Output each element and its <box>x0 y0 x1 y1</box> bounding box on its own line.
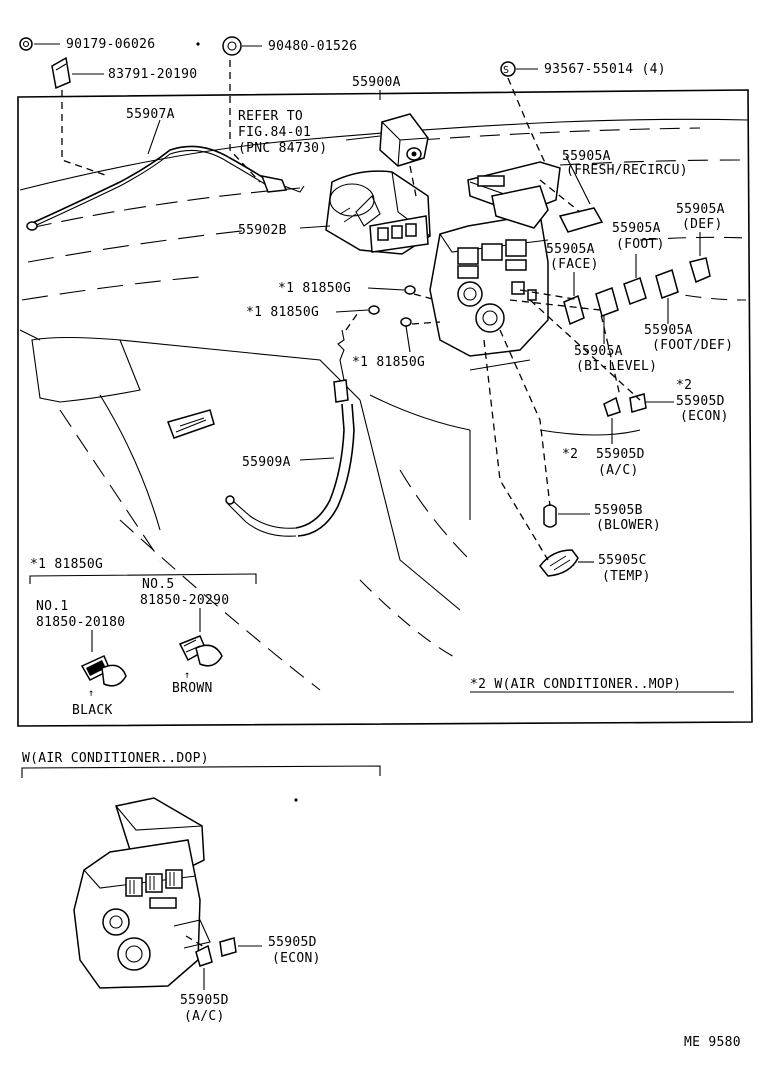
knob-temp: 55905C (TEMP) <box>539 549 651 584</box>
knob-face: 55905A (FACE) <box>546 242 599 326</box>
svg-text:(A/C): (A/C) <box>184 1009 225 1024</box>
svg-text:↑: ↑ <box>88 688 94 699</box>
svg-text:55905A: 55905A <box>574 344 623 359</box>
svg-text:(FRESH/RECIRCU): (FRESH/RECIRCU) <box>566 163 688 178</box>
svg-text:BLACK: BLACK <box>72 703 113 718</box>
leader-55900a: 55900A <box>352 75 401 100</box>
nut-90179: 90179-06026 <box>19 37 155 52</box>
inset-title: W(AIR CONDITIONER..DOP) <box>22 751 209 766</box>
svg-text:55905C: 55905C <box>598 553 647 568</box>
svg-text:55905A: 55905A <box>546 242 595 257</box>
label-93567: 93567-55014 (4) <box>544 62 666 77</box>
svg-text:55905A: 55905A <box>612 221 661 236</box>
cable-55909a: 55909A <box>225 309 361 537</box>
clip-90480: 90480-01526 <box>196 36 357 56</box>
svg-text:*1 81850G: *1 81850G <box>30 557 103 572</box>
svg-text:55905B: 55905B <box>594 503 643 518</box>
label-55909a: 55909A <box>242 455 291 470</box>
svg-text:55905A: 55905A <box>676 202 725 217</box>
knob-def: 55905A (DEF) <box>676 202 725 284</box>
svg-text:*2: *2 <box>676 378 692 393</box>
svg-text:*1 81850G: *1 81850G <box>246 305 319 320</box>
control-unit-55902b: 55902B <box>238 165 431 255</box>
heater-control-panel <box>429 161 561 357</box>
svg-text:*2 W(AIR CONDITIONER..MOP): *2 W(AIR CONDITIONER..MOP) <box>470 677 681 692</box>
svg-text:(FACE): (FACE) <box>550 257 599 272</box>
knob-fresh-recircu: 55905A (FRESH/RECIRCU) <box>558 149 688 233</box>
button-ac: 55905D *2 (A/C) <box>562 396 645 478</box>
dashboard-outline <box>19 118 749 691</box>
svg-text:*1 81850G: *1 81850G <box>278 281 351 296</box>
svg-text:55905A: 55905A <box>562 149 611 164</box>
svg-text:REFER TO: REFER TO <box>238 109 303 124</box>
svg-text:55905D: 55905D <box>268 935 317 950</box>
bulb-3: *1 81850G <box>352 317 441 370</box>
svg-text:55905D: 55905D <box>676 394 725 409</box>
knob-foot: 55905A (FOOT) <box>612 221 665 305</box>
svg-text:FIG.84-01: FIG.84-01 <box>238 125 311 140</box>
svg-text:*2: *2 <box>562 447 578 462</box>
svg-text:BROWN: BROWN <box>172 681 213 696</box>
clip-83791: 83791-20190 <box>51 56 197 90</box>
svg-text:81850-20180: 81850-20180 <box>36 615 125 630</box>
svg-text:55905D: 55905D <box>596 447 645 462</box>
svg-text:(ECON): (ECON) <box>272 951 321 966</box>
svg-text:↑: ↑ <box>184 670 190 681</box>
svg-text:(PNC 84730): (PNC 84730) <box>238 141 327 156</box>
svg-text:(FOOT/DEF): (FOOT/DEF) <box>652 338 733 353</box>
svg-text:(TEMP): (TEMP) <box>602 569 651 584</box>
bulb-2: *1 81850G <box>246 305 380 320</box>
svg-text:NO.5: NO.5 <box>142 577 175 592</box>
svg-text:*1 81850G: *1 81850G <box>352 355 425 370</box>
svg-text:55905A: 55905A <box>644 323 693 338</box>
cable-55907a: 55907A <box>26 107 305 231</box>
svg-text:(BLOWER): (BLOWER) <box>596 518 661 533</box>
svg-text:NO.1: NO.1 <box>36 599 69 614</box>
screw-93567: S 93567-55014 (4) <box>500 61 666 77</box>
main-frame <box>17 89 753 727</box>
refer-note: REFER TO FIG.84-01 (PNC 84730) <box>238 109 381 156</box>
bulb-1: *1 81850G <box>278 281 437 301</box>
inset-dop: W(AIR CONDITIONER..DOP) 55905D (ECON) 55… <box>21 751 381 1024</box>
svg-text:(A/C): (A/C) <box>598 463 639 478</box>
note-2: *2 W(AIR CONDITIONER..MOP) <box>470 677 734 693</box>
svg-text:(FOOT): (FOOT) <box>616 237 665 252</box>
knob-blower: 55905B (BLOWER) <box>543 503 661 533</box>
blower-motor-assy <box>379 113 429 167</box>
label-90179: 90179-06026 <box>66 37 155 52</box>
svg-text:(DEF): (DEF) <box>682 217 723 232</box>
button-econ: *2 55905D (ECON) <box>629 378 729 424</box>
label-90480: 90480-01526 <box>268 39 357 54</box>
label-55907a: 55907A <box>126 107 175 122</box>
svg-text:81850-20290: 81850-20290 <box>140 593 229 608</box>
label-55902b: 55902B <box>238 223 287 238</box>
svg-text:(ECON): (ECON) <box>680 409 729 424</box>
bulb-callout: *1 81850G NO.5 81850-20290 NO.1 81850-20… <box>29 557 257 718</box>
knob-foot-def: 55905A (FOOT/DEF) <box>644 269 733 353</box>
svg-text:(BI-LEVEL): (BI-LEVEL) <box>576 359 657 374</box>
ref-code: ME 9580 <box>684 1035 741 1050</box>
label-83791: 83791-20190 <box>108 67 197 82</box>
svg-text:S: S <box>503 65 509 76</box>
svg-text:55905D: 55905D <box>180 993 229 1008</box>
label-55900a: 55900A <box>352 75 401 90</box>
